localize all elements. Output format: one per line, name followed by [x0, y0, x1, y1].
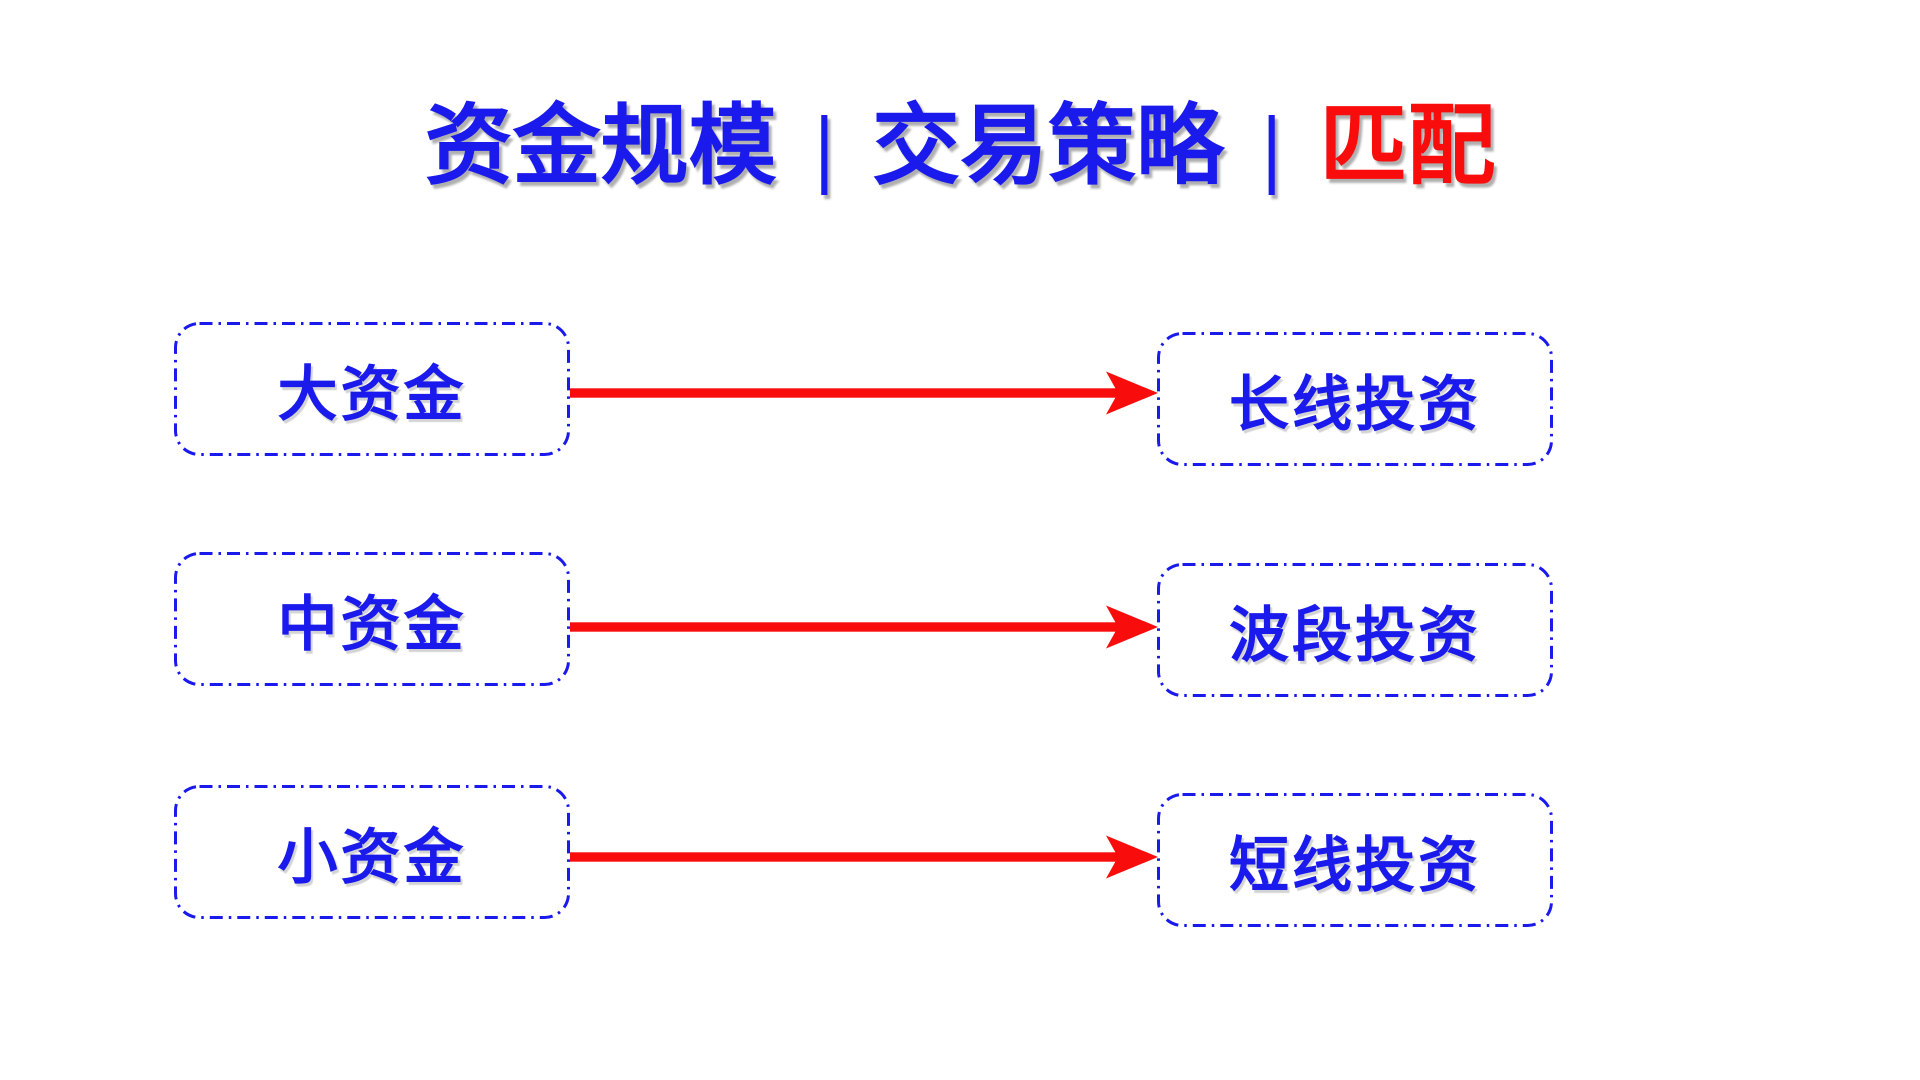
arrow-large-to-longterm [570, 371, 1158, 415]
node-label-medium-capital: 中资金 [277, 591, 467, 658]
title-trading-strategy: 交易策略 [871, 99, 1224, 196]
arrow-medium-to-swing [570, 605, 1158, 649]
slide-title: 资金规模 | 交易策略 | 匹配 [0, 99, 1920, 197]
dashdot-border [1157, 563, 1553, 697]
title-separator-1: | [814, 99, 834, 196]
node-label-small-capital: 小资金 [277, 824, 467, 891]
node-label-large-capital: 大资金 [277, 361, 467, 428]
title-match: 匹配 [1319, 99, 1496, 196]
arrow-small-to-shortterm [570, 835, 1158, 879]
node-small-capital: 小资金 [174, 785, 570, 919]
dashdot-border [174, 322, 570, 456]
dashdot-border [174, 785, 570, 919]
node-medium-capital: 中资金 [174, 552, 570, 686]
dashdot-border [1157, 332, 1553, 466]
title-capital-scale: 资金规模 [424, 99, 777, 196]
node-longterm-investing: 长线投资 [1157, 332, 1553, 466]
node-large-capital: 大资金 [174, 322, 570, 456]
dashdot-border [174, 552, 570, 686]
dashdot-border [1157, 793, 1553, 927]
node-swing-investing: 波段投资 [1157, 563, 1553, 697]
node-label-swing-investing: 波段投资 [1229, 602, 1481, 669]
node-shortterm-investing: 短线投资 [1157, 793, 1553, 927]
node-label-shortterm-investing: 短线投资 [1229, 832, 1481, 899]
title-separator-2: | [1262, 99, 1282, 196]
node-label-longterm-investing: 长线投资 [1229, 371, 1481, 438]
